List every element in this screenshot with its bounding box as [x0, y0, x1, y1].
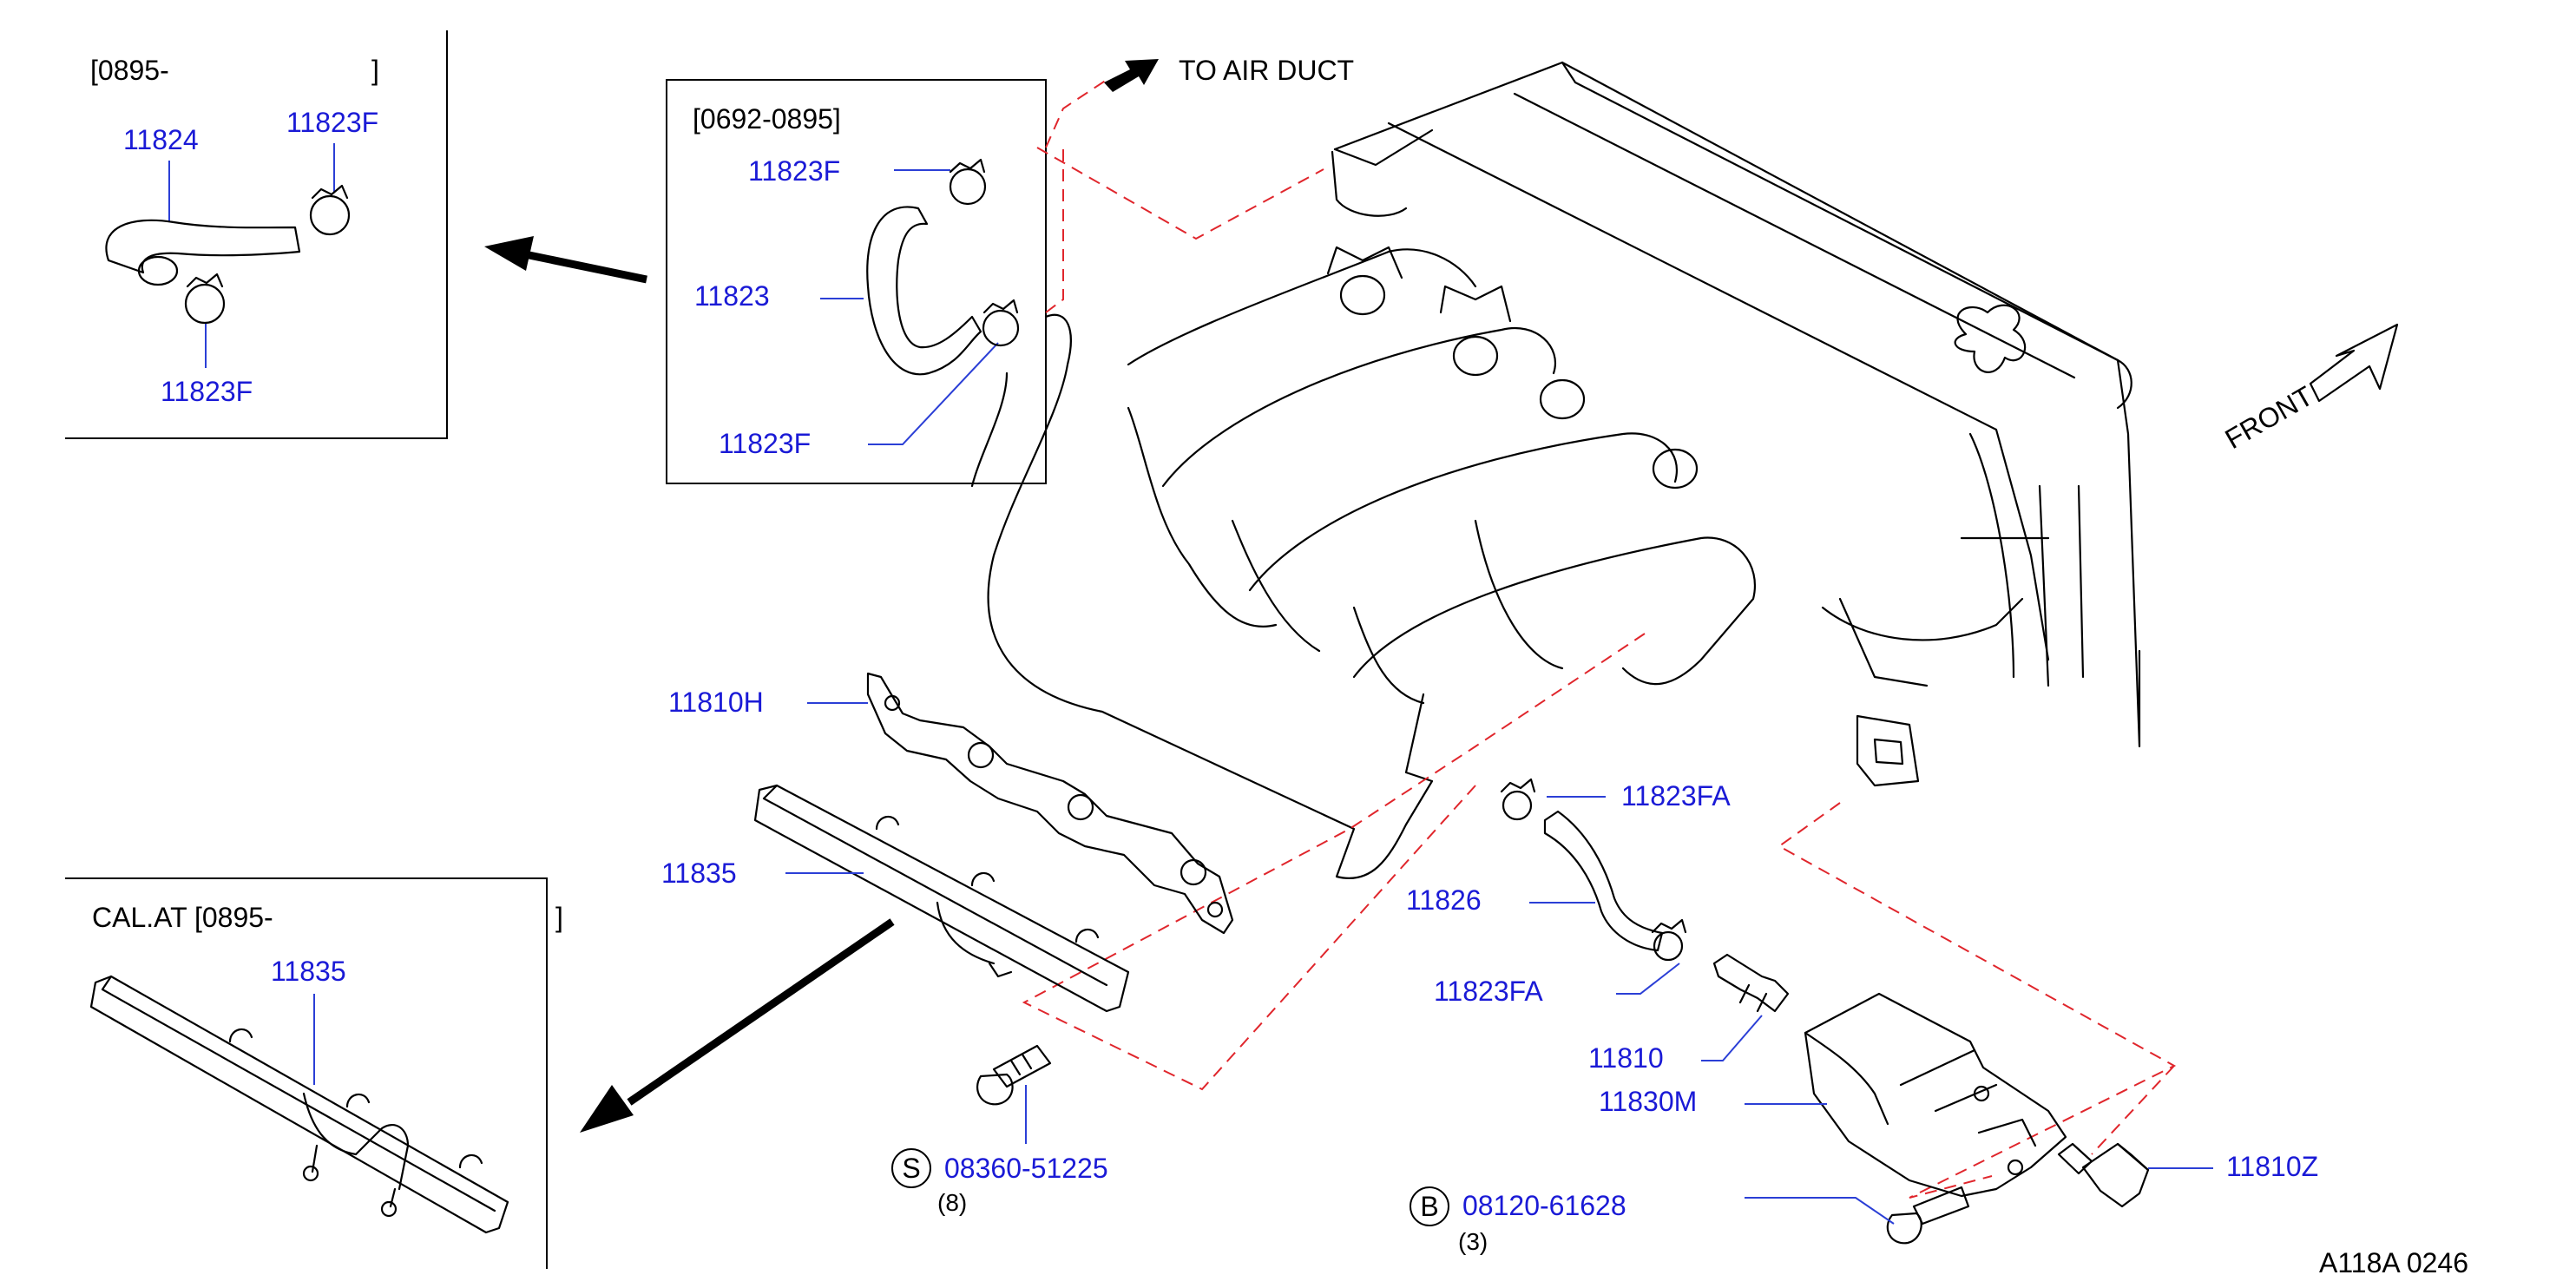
- part-label-11810z[interactable]: 11810Z: [2226, 1151, 2318, 1182]
- inset-bottom-left: CAL.AT [0895- ] 11835: [65, 877, 563, 1269]
- front-label: FRONT: [2220, 380, 2318, 455]
- canister-11830m-drawing: [1804, 992, 2067, 1198]
- arrow-down-left-icon: [580, 918, 895, 1133]
- bolt-drawing: [1886, 1186, 1970, 1245]
- bolt-quantity: (3): [1458, 1228, 1488, 1255]
- inset-bottom-left-range-close: ]: [555, 902, 563, 933]
- inset-top-left-range-close: ]: [371, 55, 379, 86]
- part-label-11823f-top[interactable]: 11823F: [748, 155, 840, 187]
- bolt-symbol-icon: [1410, 1186, 1449, 1226]
- screw-letter: S: [902, 1153, 920, 1184]
- inset-top-left-frame: [65, 30, 448, 439]
- part-label-08360-51225[interactable]: 08360-51225: [944, 1153, 1108, 1184]
- clamp-icon: [1651, 918, 1687, 962]
- inset-middle-range: [0692-0895]: [693, 103, 841, 135]
- inset-bottom-left-title: CAL.AT [0895-: [92, 902, 273, 933]
- front-indicator: FRONT: [2220, 323, 2399, 455]
- fuel-rail-11835-drawing: [753, 784, 1130, 1013]
- fuel-rail-cal-at-drawing: [89, 975, 509, 1234]
- part-label-11823fa-top[interactable]: 11823FA: [1621, 780, 1731, 812]
- sensor-11810z-drawing: [2057, 1142, 2150, 1208]
- part-label-11823[interactable]: 11823: [694, 280, 770, 312]
- part-label-11810h[interactable]: 11810H: [668, 687, 764, 718]
- part-label-11835-cal-at[interactable]: 11835: [271, 956, 346, 987]
- hose-11823-drawing: [866, 206, 982, 376]
- part-label-11835[interactable]: 11835: [661, 858, 737, 889]
- inset-middle-frame: [666, 79, 1047, 484]
- part-label-11823fa-bottom[interactable]: 11823FA: [1434, 976, 1543, 1007]
- front-arrow-icon: [2309, 323, 2399, 403]
- part-label-11826[interactable]: 11826: [1406, 884, 1482, 916]
- inset-top-left-range: [0895-: [90, 55, 169, 86]
- part-label-08120-61628[interactable]: 08120-61628: [1462, 1190, 1626, 1221]
- clamp-icon: [1500, 778, 1536, 821]
- screw-callout: S 08360-51225 (8): [891, 1148, 1108, 1216]
- part-label-11823f-upper[interactable]: 11823F: [286, 107, 378, 138]
- part-label-11810[interactable]: 11810: [1588, 1042, 1664, 1074]
- diagram-code: A118A 0246: [2319, 1247, 2468, 1278]
- to-air-duct-label: TO AIR DUCT: [1179, 55, 1354, 86]
- inset-middle: [0692-0895] 11823F 11823 11823F: [666, 79, 1047, 484]
- screw-drawing: [976, 1044, 1052, 1106]
- bolt-letter: B: [1420, 1191, 1438, 1222]
- hose-11824-drawing: [105, 219, 301, 274]
- arrow-up-right-icon: [1104, 59, 1159, 92]
- arrow-left-icon: [484, 236, 647, 284]
- screw-quantity: (8): [937, 1189, 967, 1216]
- part-label-11823f-lower[interactable]: 11823F: [161, 376, 253, 407]
- engine-assembly-drawing: [970, 61, 2141, 879]
- valve-11810-drawing: [1712, 953, 1790, 1013]
- bolt-callout: B 08120-61628 (3): [1410, 1186, 1626, 1255]
- hose-11826-drawing: [1543, 810, 1664, 952]
- clamp-icon: [949, 158, 987, 206]
- screw-symbol-icon: [891, 1148, 931, 1188]
- gasket-11810h-drawing: [866, 672, 1234, 935]
- inset-bottom-left-frame: [65, 877, 548, 1269]
- to-air-duct-note: TO AIR DUCT: [1104, 55, 1354, 92]
- part-label-11824[interactable]: 11824: [123, 124, 199, 155]
- clamp-icon: [982, 299, 1020, 347]
- part-label-11823f-bottom[interactable]: 11823F: [719, 428, 811, 459]
- part-label-11830m[interactable]: 11830M: [1599, 1086, 1697, 1117]
- clamp-icon: [309, 184, 351, 236]
- clamp-icon: [184, 273, 226, 325]
- inset-top-left: [0895- ] 11824 11823F 11823F: [65, 30, 647, 439]
